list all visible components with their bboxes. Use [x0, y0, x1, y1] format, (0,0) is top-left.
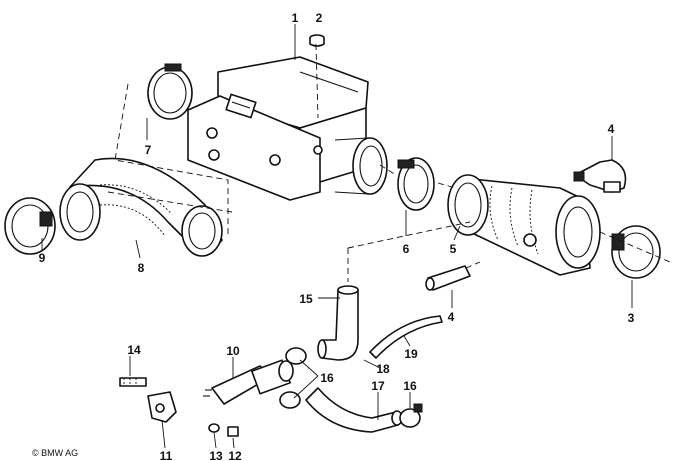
callout-13: 13: [209, 449, 223, 461]
callout-14: 14: [127, 343, 141, 357]
callout-17: 17: [371, 379, 385, 393]
thin-hose-19: [369, 315, 443, 359]
idle-valve-10: [203, 359, 294, 405]
hose-clamp-9: [4, 197, 56, 255]
bracket-11: [147, 391, 177, 423]
bent-pipe-15: [317, 285, 359, 361]
assembly-lines: [107, 43, 671, 282]
nut-12: [227, 426, 239, 437]
elbow-connector-4: [573, 159, 627, 193]
copyright-notice: © BMW AG: [32, 448, 78, 458]
cap: [309, 34, 325, 47]
callout-labels: 1 2 3 4 4 5 6 7 8 9 10 11 12 13 14 15 16…: [39, 11, 635, 461]
callout-1: 1: [292, 11, 299, 25]
callout-19: 19: [404, 347, 418, 361]
hose-clamp-7: [147, 63, 193, 120]
callout-16-right: 16: [403, 379, 417, 393]
callout-3: 3: [628, 311, 635, 325]
callout-15: 15: [299, 292, 313, 306]
callout-7: 7: [145, 143, 152, 157]
callout-2: 2: [316, 11, 323, 25]
screw-14: [119, 377, 147, 387]
callout-11: 11: [160, 449, 173, 461]
callout-8: 8: [138, 261, 145, 275]
intake-boot-5: [447, 174, 601, 276]
callout-10: 10: [226, 344, 240, 358]
callout-6: 6: [403, 242, 410, 256]
callout-18: 18: [376, 362, 390, 376]
callout-5: 5: [450, 242, 457, 256]
callout-9: 9: [39, 251, 46, 265]
hose-clamp-6: [397, 157, 435, 211]
hose-clamp-16-left: [279, 347, 307, 409]
short-hose-4: [425, 265, 471, 291]
hose-17: [305, 387, 403, 433]
leader-lines: [41, 24, 633, 449]
callout-16-left: 16: [320, 371, 334, 385]
callout-4-hose: 4: [448, 310, 455, 324]
hose-clamp-3: [611, 225, 661, 279]
washer-13: [208, 423, 220, 433]
callout-12: 12: [228, 449, 242, 461]
air-flow-meter: [187, 56, 388, 201]
callout-4-elbow: 4: [608, 122, 615, 136]
intake-hose-8: [59, 157, 223, 257]
hose-clamp-16-right: [399, 403, 423, 428]
